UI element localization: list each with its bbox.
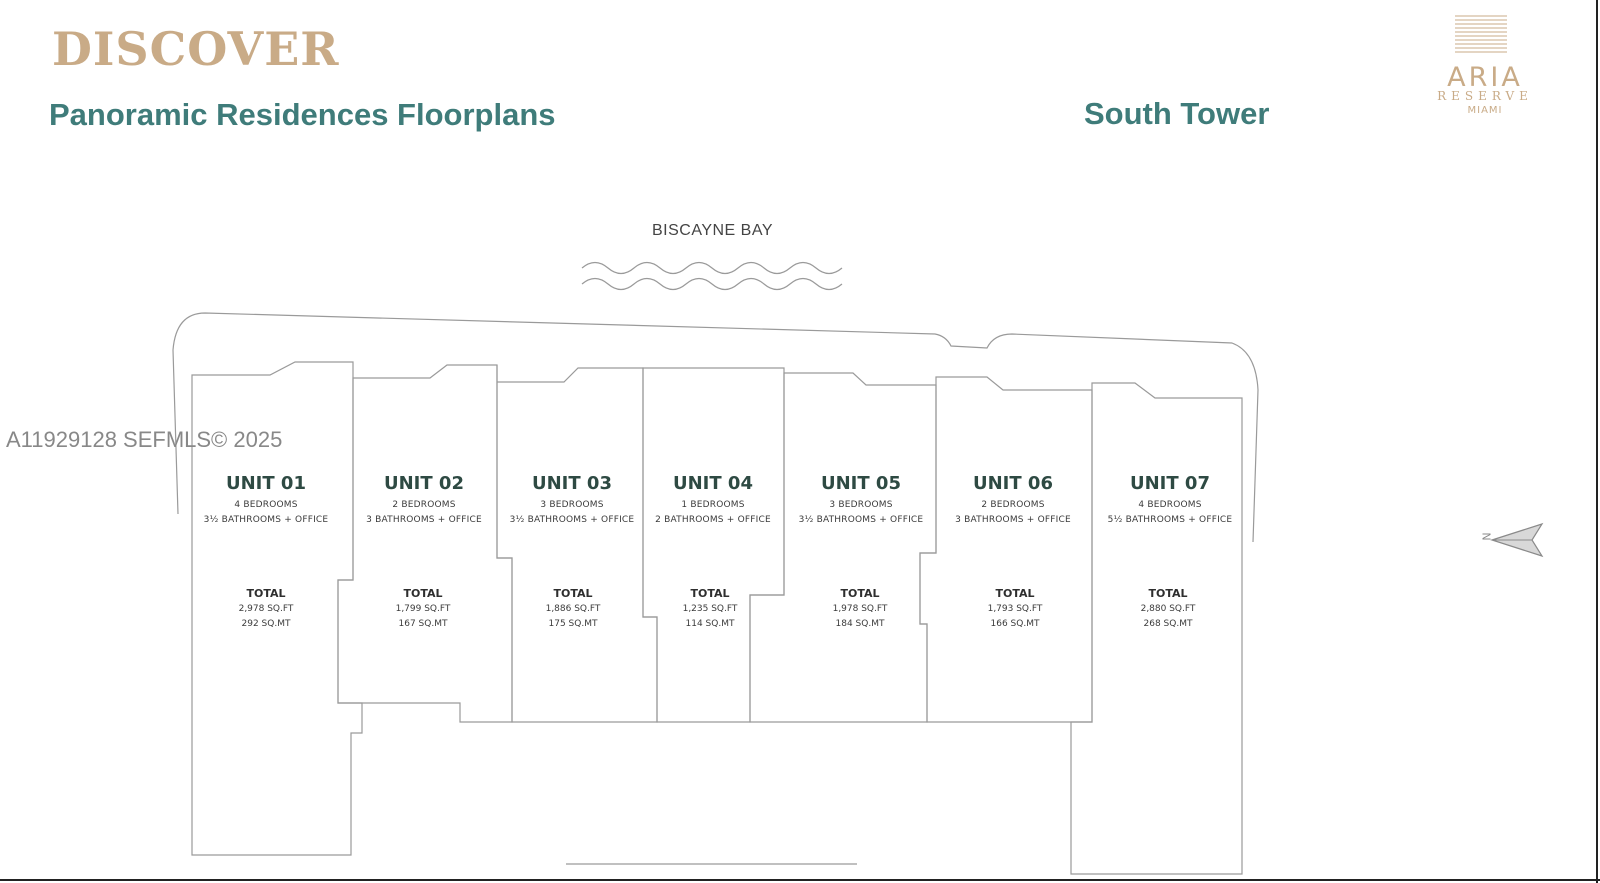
wave-line-bottom xyxy=(581,277,843,291)
total-label: TOTAL xyxy=(403,587,443,600)
unit-sqft: 1,886 SQ.FT xyxy=(545,604,601,614)
unit-sqft: 2,880 SQ.FT xyxy=(1140,604,1196,614)
unit-03-total: TOTAL 1,886 SQ.FT 175 SQ.MT xyxy=(488,586,658,632)
total-label: TOTAL xyxy=(995,587,1035,600)
unit-sqmt: 167 SQ.MT xyxy=(398,619,448,629)
unit-sqmt: 175 SQ.MT xyxy=(548,619,598,629)
unit-title: UNIT 07 xyxy=(1130,473,1210,494)
north-label: N xyxy=(1479,532,1493,541)
unit-sqmt: 268 SQ.MT xyxy=(1143,619,1193,629)
unit-title: UNIT 02 xyxy=(384,473,464,494)
total-label: TOTAL xyxy=(553,587,593,600)
unit-title: UNIT 03 xyxy=(532,473,612,494)
balcony-outline xyxy=(172,312,1259,543)
unit-title: UNIT 06 xyxy=(973,473,1053,494)
unit-title: UNIT 04 xyxy=(673,473,753,494)
total-label: TOTAL xyxy=(690,587,730,600)
frame-bottom-edge xyxy=(0,879,1600,881)
unit-sqmt: 184 SQ.MT xyxy=(835,619,885,629)
unit-sqft: 1,799 SQ.FT xyxy=(395,604,451,614)
logo-lines-icon xyxy=(1455,15,1507,53)
total-label: TOTAL xyxy=(840,587,880,600)
unit-04-info: UNIT 04 1 BEDROOMS 2 BATHROOMS + OFFICE xyxy=(628,473,798,528)
total-label: TOTAL xyxy=(1148,587,1188,600)
unit-bedrooms: 3 BEDROOMS xyxy=(540,500,604,510)
unit-bathrooms: 3½ BATHROOMS + OFFICE xyxy=(203,515,329,525)
frame-right-edge xyxy=(1596,0,1598,883)
unit-07-total: TOTAL 2,880 SQ.FT 268 SQ.MT xyxy=(1083,586,1253,632)
unit-bathrooms: 3 BATHROOMS + OFFICE xyxy=(955,515,1071,525)
unit-bathrooms: 3½ BATHROOMS + OFFICE xyxy=(798,515,924,525)
brand-logo: ARIA RESERVE MIAMI xyxy=(1430,14,1540,124)
unit-sqmt: 166 SQ.MT xyxy=(990,619,1040,629)
unit-04-total: TOTAL 1,235 SQ.FT 114 SQ.MT xyxy=(625,586,795,632)
unit-05-total: TOTAL 1,978 SQ.FT 184 SQ.MT xyxy=(775,586,945,632)
discover-heading: DISCOVER xyxy=(52,22,340,76)
mls-watermark: A11929128 SEFMLS© 2025 xyxy=(6,427,283,452)
unit-06-outline xyxy=(919,376,1093,723)
logo-name: ARIA xyxy=(1447,62,1523,93)
unit-05-outline xyxy=(749,372,937,723)
unit-title: UNIT 05 xyxy=(821,473,901,494)
total-label: TOTAL xyxy=(246,587,286,600)
logo-reserve: RESERVE xyxy=(1437,89,1533,103)
page-subtitle: Panoramic Residences Floorplans xyxy=(49,97,556,132)
tower-name: South Tower xyxy=(1084,96,1270,131)
unit-03-outline xyxy=(496,365,658,723)
unit-sqft: 1,235 SQ.FT xyxy=(682,604,738,614)
unit-01-total: TOTAL 2,978 SQ.FT 292 SQ.MT xyxy=(181,586,351,632)
unit-02-info: UNIT 02 2 BEDROOMS 3 BATHROOMS + OFFICE xyxy=(339,473,509,528)
unit-06-total: TOTAL 1,793 SQ.FT 166 SQ.MT xyxy=(930,586,1100,632)
unit-04-outline xyxy=(642,367,785,723)
unit-bathrooms: 3 BATHROOMS + OFFICE xyxy=(366,515,482,525)
biscayne-bay-label: BISCAYNE BAY xyxy=(652,222,773,239)
unit-bathrooms: 2 BATHROOMS + OFFICE xyxy=(655,515,771,525)
unit-bedrooms: 4 BEDROOMS xyxy=(234,500,298,510)
unit-sqmt: 292 SQ.MT xyxy=(241,619,291,629)
unit-bedrooms: 4 BEDROOMS xyxy=(1138,500,1202,510)
unit-05-info: UNIT 05 3 BEDROOMS 3½ BATHROOMS + OFFICE xyxy=(776,473,946,528)
unit-02-total: TOTAL 1,799 SQ.FT 167 SQ.MT xyxy=(338,586,508,632)
unit-01-info: UNIT 01 4 BEDROOMS 3½ BATHROOMS + OFFICE xyxy=(181,473,351,528)
north-arrow-icon xyxy=(1490,522,1544,558)
unit-07-outline xyxy=(1070,382,1243,875)
logo-city: MIAMI xyxy=(1467,105,1503,116)
unit-02-outline xyxy=(337,364,513,723)
unit-06-info: UNIT 06 2 BEDROOMS 3 BATHROOMS + OFFICE xyxy=(928,473,1098,528)
unit-sqft: 1,793 SQ.FT xyxy=(987,604,1043,614)
unit-bedrooms: 2 BEDROOMS xyxy=(392,500,456,510)
unit-sqft: 1,978 SQ.FT xyxy=(832,604,888,614)
unit-bathrooms: 3½ BATHROOMS + OFFICE xyxy=(509,515,635,525)
unit-bedrooms: 1 BEDROOMS xyxy=(681,500,745,510)
unit-sqmt: 114 SQ.MT xyxy=(685,619,735,629)
unit-sqft: 2,978 SQ.FT xyxy=(238,604,294,614)
unit-07-info: UNIT 07 4 BEDROOMS 5½ BATHROOMS + OFFICE xyxy=(1085,473,1255,528)
wave-line-top xyxy=(581,261,843,275)
unit-bathrooms: 5½ BATHROOMS + OFFICE xyxy=(1107,515,1233,525)
unit-bedrooms: 2 BEDROOMS xyxy=(981,500,1045,510)
unit-03-info: UNIT 03 3 BEDROOMS 3½ BATHROOMS + OFFICE xyxy=(487,473,657,528)
unit-title: UNIT 01 xyxy=(226,473,306,494)
unit-bedrooms: 3 BEDROOMS xyxy=(829,500,893,510)
